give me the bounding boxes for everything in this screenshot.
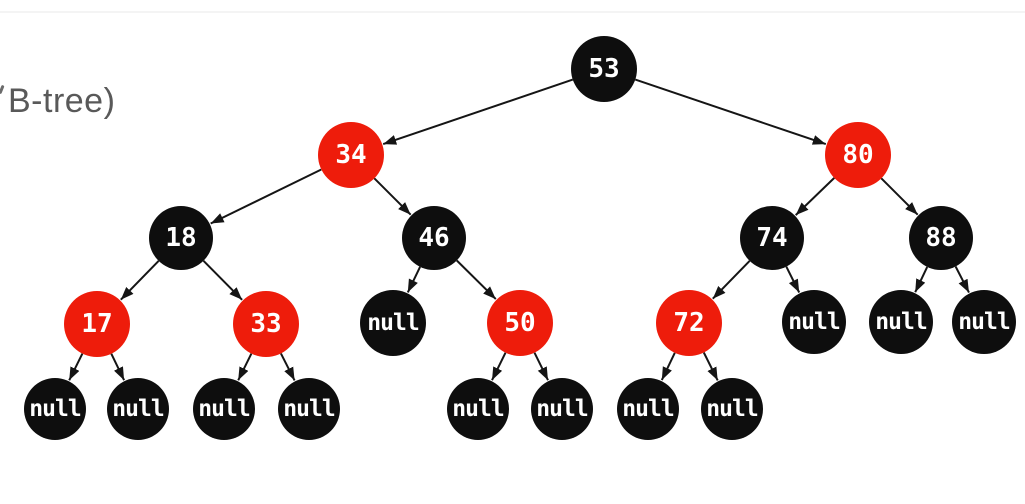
tree-node-label: 18: [165, 223, 197, 253]
tree-null-leaf: null: [278, 378, 340, 440]
tree-null-leaf: null: [869, 290, 933, 354]
tree-node-label: null: [622, 396, 674, 422]
tree-edge-74-null: [785, 266, 801, 293]
tree-edge-33-null: [237, 353, 253, 381]
tree-edge-88-null: [954, 266, 970, 294]
tree-node-74: 74: [740, 206, 804, 270]
tree-node-50: 50: [487, 290, 553, 356]
tree-edge-80-74: [795, 177, 835, 216]
tree-node-label: null: [706, 396, 758, 422]
tree-edge-34-46: [373, 177, 412, 216]
tree-node-label: 17: [81, 309, 113, 339]
tree-edge-72-null: [702, 352, 719, 381]
tree-node-18: 18: [149, 206, 213, 270]
tree-node-17: 17: [64, 291, 130, 357]
tree-edge-50-null: [491, 352, 507, 381]
tree-node-label: null: [29, 396, 81, 422]
tree-null-leaf: null: [24, 378, 86, 440]
tree-node-72: 72: [656, 290, 722, 356]
tree-null-leaf: null: [782, 290, 846, 354]
tree-edge-18-17: [120, 260, 160, 301]
tree-edge-17-null: [68, 353, 84, 381]
tree-edge-88-null: [914, 266, 929, 293]
tree-edge-53-34: [382, 78, 574, 146]
tree-edge-33-null: [280, 352, 296, 381]
tree-null-leaf: null: [107, 378, 169, 440]
tree-node-53: 53: [571, 36, 637, 102]
tree-node-label: null: [112, 396, 164, 422]
page-title: B-tree): [8, 82, 116, 120]
top-rule-divider: [0, 11, 1025, 13]
tree-edge-72-null: [660, 352, 676, 381]
tree-null-leaf: null: [701, 378, 763, 440]
tree-edge-18-33: [202, 260, 243, 301]
tree-edge-46-50: [456, 259, 497, 300]
tree-edge-34-18: [210, 168, 322, 225]
tree-node-33: 33: [233, 291, 299, 357]
tree-node-label: 53: [588, 54, 620, 84]
tree-edge-74-72: [712, 260, 751, 300]
tree-null-leaf: null: [193, 378, 255, 440]
tree-node-34: 34: [318, 122, 384, 188]
tree-node-label: 34: [335, 140, 367, 170]
tree-node-label: null: [367, 310, 419, 336]
tree-null-leaf: null: [360, 290, 426, 356]
tree-edge-17-null: [110, 353, 126, 381]
tree-null-leaf: null: [531, 378, 593, 440]
tree-edge-53-80: [634, 78, 827, 146]
tree-node-label: null: [958, 309, 1010, 335]
tree-node-label: null: [788, 309, 840, 335]
tree-node-80: 80: [825, 122, 891, 188]
tree-node-label: 72: [673, 308, 705, 338]
tree-node-label: null: [452, 396, 504, 422]
tree-edge-46-null: [406, 266, 422, 293]
tree-node-label: 46: [418, 223, 450, 253]
tree-node-label: 88: [925, 223, 957, 253]
tree-node-label: null: [198, 396, 250, 422]
tree-node-46: 46: [402, 206, 466, 270]
tree-node-label: null: [875, 309, 927, 335]
tree-node-label: null: [536, 396, 588, 422]
tree-null-leaf: null: [447, 378, 509, 440]
tree-null-leaf: null: [617, 378, 679, 440]
tree-node-88: 88: [909, 206, 973, 270]
tree-node-label: 50: [504, 308, 536, 338]
tree-null-leaf: null: [952, 290, 1016, 354]
tree-node-label: 80: [842, 140, 874, 170]
tree-edge-80-88: [880, 177, 919, 216]
tree-node-label: 33: [250, 309, 282, 339]
tree-node-label: null: [283, 396, 335, 422]
tree-edge-50-null: [533, 352, 549, 381]
tree-node-label: 74: [756, 223, 788, 253]
